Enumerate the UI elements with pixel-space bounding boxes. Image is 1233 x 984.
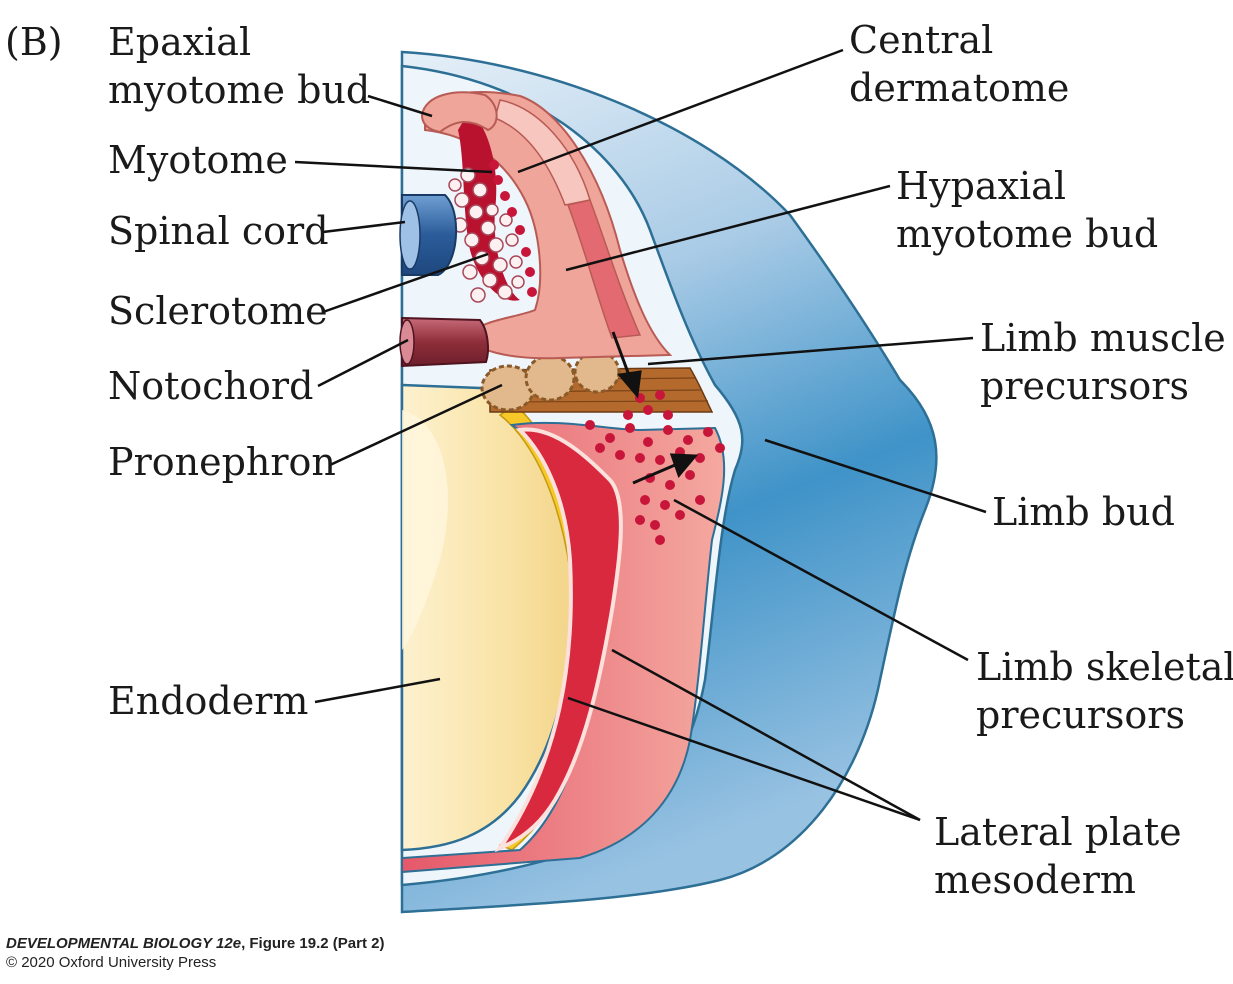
label-epaxial-line2: myotome bud <box>108 68 371 112</box>
label-sclerotome: Sclerotome <box>108 289 328 333</box>
notochord <box>399 316 489 368</box>
leader-sclerotome <box>322 252 489 314</box>
label-limb-muscle-line2: precursors <box>980 364 1189 408</box>
label-limb-bud: Limb bud <box>992 490 1175 534</box>
leader-lines <box>294 48 987 822</box>
leader-endoderm <box>314 677 441 704</box>
leader-limb-muscle <box>647 336 974 366</box>
leader-epaxial <box>367 94 433 118</box>
leader-lateral-plate-2 <box>567 696 921 822</box>
label-epaxial-line1: Epaxial <box>108 20 252 64</box>
lateral-plate-mesoderm <box>401 421 726 874</box>
leader-limb-skeletal <box>673 498 969 662</box>
label-endoderm: Endoderm <box>108 679 309 723</box>
spinal-cord <box>399 194 458 276</box>
label-hypaxial-line2: myotome bud <box>896 212 1159 256</box>
leader-central-dermatome <box>517 48 844 174</box>
label-limb-skeletal-precursors: Limb skeletal precursors <box>976 643 1233 739</box>
label-pronephron: Pronephron <box>108 440 336 484</box>
figure-credit: DEVELOPMENTAL BIOLOGY 12e, Figure 19.2 (… <box>6 935 384 953</box>
credit-book: DEVELOPMENTAL BIOLOGY 12e <box>6 935 242 952</box>
label-central-dermatome: Central dermatome <box>849 16 1069 112</box>
leader-myotome <box>294 160 493 174</box>
label-limb-skeletal-line1: Limb skeletal <box>976 645 1233 689</box>
label-myotome: Myotome <box>108 138 288 182</box>
leader-limb-bud <box>764 438 987 514</box>
label-limb-skeletal-line2: precursors <box>976 693 1185 737</box>
label-hypaxial-myotome-bud: Hypaxial myotome bud <box>896 162 1158 258</box>
leader-hypaxial <box>565 184 891 272</box>
label-lateral-line1: Lateral plate <box>934 810 1182 854</box>
copyright-line: © 2020 Oxford University Press <box>6 954 217 971</box>
label-lateral-line2: mesoderm <box>934 858 1136 902</box>
migration-arrows <box>611 331 699 485</box>
leader-pronephron <box>329 383 503 467</box>
label-notochord: Notochord <box>108 364 314 408</box>
leader-notochord <box>317 338 409 388</box>
label-limb-muscle-line1: Limb muscle <box>980 316 1226 360</box>
label-spinal-cord: Spinal cord <box>108 209 329 253</box>
label-epaxial-myotome-bud: Epaxial myotome bud <box>108 18 370 114</box>
leader-spinal-cord <box>322 220 406 234</box>
endoderm <box>400 383 574 852</box>
panel-label: (B) <box>5 20 63 64</box>
myotome-cells <box>489 160 537 297</box>
label-central-line1: Central <box>849 18 994 62</box>
label-central-line2: dermatome <box>849 66 1070 110</box>
epaxial-bud-shape <box>420 91 498 134</box>
label-hypaxial-line1: Hypaxial <box>896 164 1066 208</box>
label-lateral-plate-mesoderm: Lateral plate mesoderm <box>934 808 1182 904</box>
leader-lateral-plate-1 <box>611 648 921 822</box>
label-limb-muscle-precursors: Limb muscle precursors <box>980 314 1226 410</box>
credit-figure: , Figure 19.2 (Part 2) <box>241 935 385 952</box>
